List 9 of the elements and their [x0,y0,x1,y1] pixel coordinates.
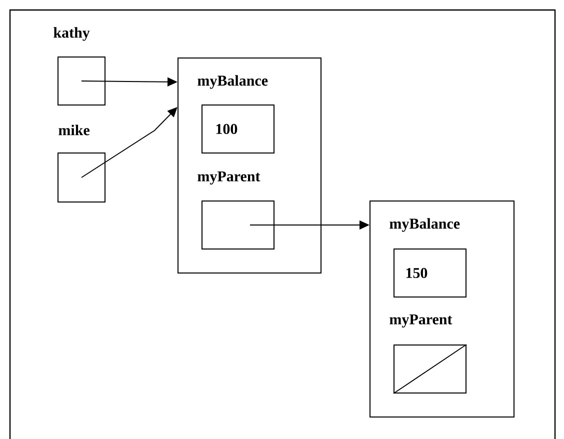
variable-box: kathy [54,27,106,106]
pointer-box [202,200,274,250]
value-box: 100 [202,104,274,154]
node-label: mike [58,124,90,136]
null-pointer-box [393,344,467,394]
arrow [81,107,178,178]
node-label: kathy [54,27,90,41]
variable-box: mike [58,124,106,202]
value-box: 150 [394,248,466,298]
